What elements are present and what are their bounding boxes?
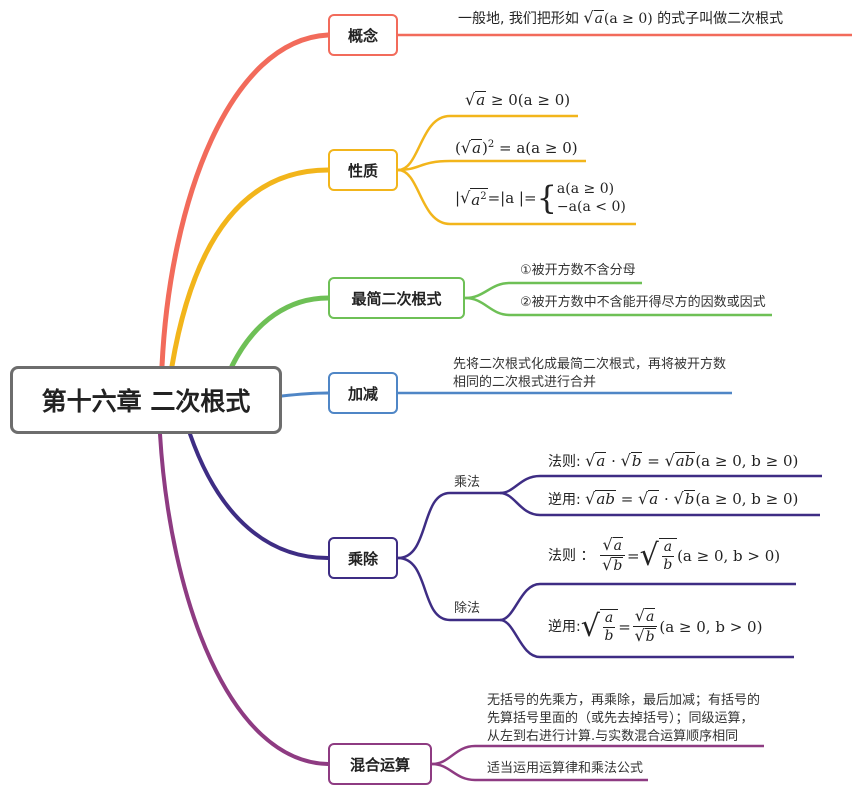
topic-property[interactable]: 性质	[328, 149, 398, 191]
edge-addsub	[280, 391, 330, 398]
mul-rule-formula[interactable]: 法则: √a · √b = √ab(a ≥ 0, b ≥ 0)	[548, 451, 799, 470]
topic-muldiv[interactable]: 乘除	[328, 537, 398, 579]
edge-concept	[159, 32, 331, 369]
topic-concept[interactable]: 概念	[328, 14, 398, 56]
simplest-item-1[interactable]: ①被开方数不含分母	[520, 263, 636, 278]
root-topic[interactable]: 第十六章 二次根式	[10, 366, 282, 434]
topic-mixed[interactable]: 混合运算	[328, 743, 432, 785]
concept-definition[interactable]: 一般地, 我们把形如 √a(a ≥ 0) 的式子叫做二次根式	[458, 8, 784, 27]
div-label[interactable]: 除法	[454, 601, 481, 616]
mixed-order-rule[interactable]: 无括号的先乘方，再乘除，最后加减；有括号的 先算括号里面的（或先去掉括号）；同级…	[487, 693, 761, 744]
property-formula-1[interactable]: √a ≥ 0(a ≥ 0)	[465, 90, 571, 109]
topic-addsub[interactable]: 加减	[328, 372, 398, 414]
edge-muldiv	[188, 432, 330, 560]
edge-simplest	[229, 295, 331, 369]
simplest-item-2[interactable]: ②被开方数中不含能开得尽方的因数或因式	[520, 295, 766, 310]
edge-mixed	[158, 432, 330, 766]
edge-property	[169, 167, 331, 369]
mixed-item-2[interactable]: 适当运用运算律和乘法公式	[487, 761, 644, 776]
topic-simplest[interactable]: 最简二次根式	[328, 277, 465, 319]
mul-inverse-formula[interactable]: 逆用: √ab = √a · √b(a ≥ 0, b ≥ 0)	[548, 489, 799, 508]
property-formula-3[interactable]: |√a2 =|a |={a(a ≥ 0)−a(a < 0)	[455, 179, 626, 217]
mul-label[interactable]: 乘法	[454, 475, 481, 490]
property-formula-2[interactable]: (√a)2 = a(a ≥ 0)	[455, 138, 578, 157]
addsub-description[interactable]: 先将二次根式化成最简二次根式，再将被开方数 相同的二次根式进行合并	[453, 357, 727, 390]
